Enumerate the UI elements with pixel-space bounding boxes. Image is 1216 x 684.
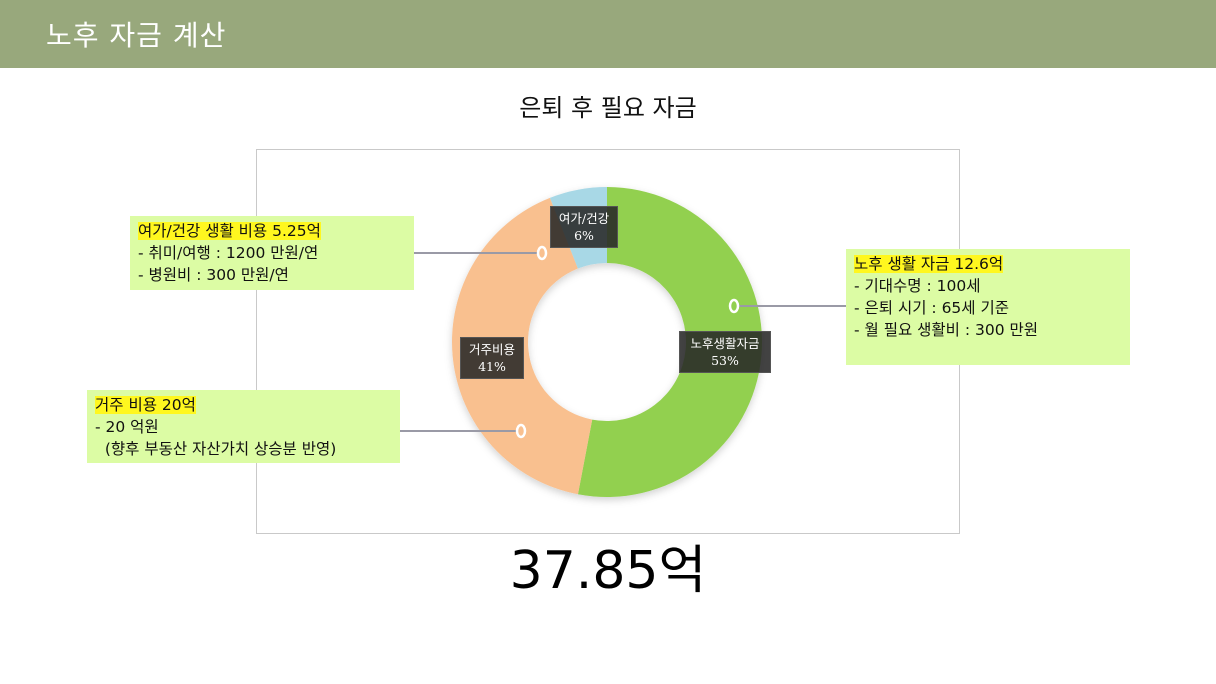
callout-housing-head: 거주 비용 20억: [95, 396, 196, 414]
callout-living-line: - 은퇴 시기 : 65세 기준: [854, 299, 1009, 317]
slice-living: [577, 187, 762, 497]
callout-housing-line: - 20 억원: [95, 418, 159, 436]
callout-living: 노후 생활 자금 12.6억 - 기대수명 : 100세 - 은퇴 시기 : 6…: [846, 249, 1130, 365]
marker-living: [728, 298, 740, 314]
marker-leisure: [536, 245, 548, 261]
callout-leisure-line: - 취미/여행 : 1200 만원/연: [138, 244, 319, 262]
callout-living-line: - 월 필요 생활비 : 300 만원: [854, 321, 1039, 339]
data-label-living-name: 노후생활자금: [690, 336, 760, 351]
callout-housing-line: (향후 부동산 자산가치 상승분 반영): [95, 440, 337, 458]
data-label-housing-name: 거주비용: [468, 342, 515, 357]
total-amount: 37.85억: [509, 541, 707, 601]
chart-title: 은퇴 후 필요 자금: [519, 94, 697, 122]
callout-living-head: 노후 생활 자금 12.6억: [854, 255, 1004, 273]
data-label-leisure: 여가/건강 6%: [550, 206, 618, 248]
callout-leisure: 여가/건강 생활 비용 5.25억 - 취미/여행 : 1200 만원/연 - …: [130, 216, 414, 290]
page-title: 노후 자금 계산: [46, 19, 227, 52]
data-label-living-pct: 53%: [711, 353, 739, 368]
callout-leisure-line: - 병원비 : 300 만원/연: [138, 266, 289, 284]
marker-housing: [515, 423, 527, 439]
data-label-leisure-pct: 6%: [574, 228, 594, 243]
callout-leisure-head: 여가/건강 생활 비용 5.25억: [138, 222, 321, 240]
data-label-leisure-name: 여가/건강: [558, 211, 610, 226]
callout-housing: 거주 비용 20억 - 20 억원 (향후 부동산 자산가치 상승분 반영): [87, 390, 400, 463]
data-label-housing: 거주비용 41%: [460, 337, 524, 379]
data-label-housing-pct: 41%: [478, 359, 506, 374]
header-bar: 노후 자금 계산: [0, 0, 1216, 68]
data-label-living: 노후생활자금 53%: [679, 331, 771, 373]
callout-living-line: - 기대수명 : 100세: [854, 277, 981, 295]
